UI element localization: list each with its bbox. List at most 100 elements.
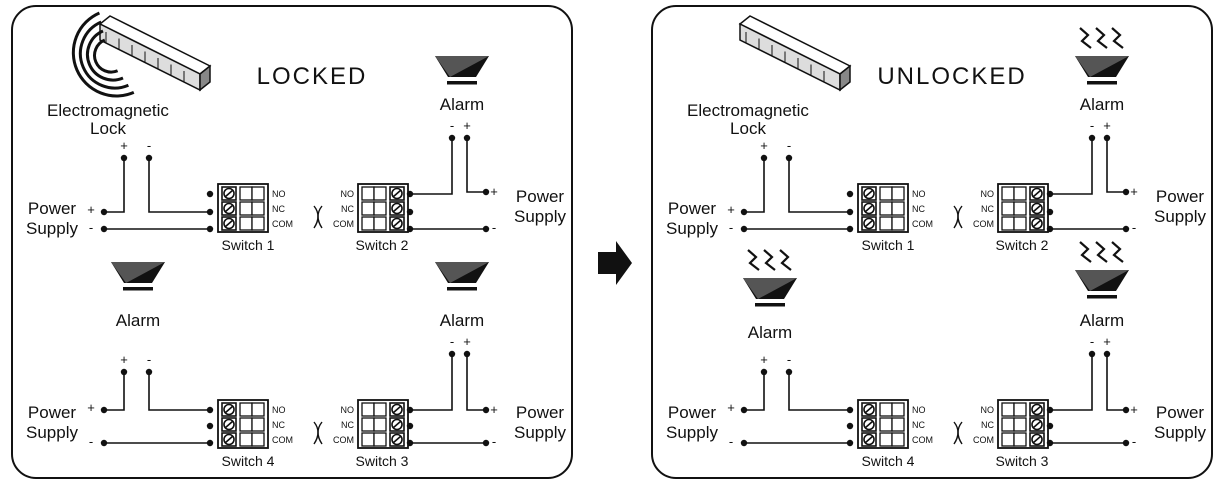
screw-slot: [224, 204, 234, 213]
screw-slot: [864, 420, 874, 429]
wire: [105, 372, 125, 411]
switch-label: Switch 4: [222, 453, 275, 469]
screw-slot: [1032, 189, 1042, 198]
terminal-cell: [239, 201, 253, 216]
terminal-label-nc: NC: [912, 420, 925, 430]
terminal-cell: [1013, 186, 1027, 201]
screw-icon: [223, 418, 235, 431]
alarm-icon: [1075, 27, 1129, 85]
wire: [148, 158, 210, 213]
link-arc: [313, 205, 319, 229]
screw-icon: [1031, 217, 1043, 230]
terminal-dot: [1122, 188, 1130, 196]
polarity-label: -: [89, 220, 93, 235]
switch-label: Switch 1: [862, 237, 915, 253]
terminal-label-no: NO: [912, 189, 926, 199]
terminal-cell: [373, 186, 387, 201]
terminal-cell: [373, 402, 387, 417]
power-label: Supply: [1154, 207, 1206, 226]
terminal-dot: [406, 208, 414, 216]
power-label: Power: [516, 187, 565, 206]
terminal-label-com: COM: [973, 219, 994, 229]
sound-wave-icon: [763, 249, 776, 271]
polarity-label: -: [147, 138, 151, 153]
terminal-dot: [846, 225, 854, 233]
panel-frame: [651, 5, 1213, 479]
wire: [410, 138, 453, 195]
polarity-label: -: [729, 434, 733, 449]
switch-label: Switch 3: [356, 453, 409, 469]
screw-icon: [1031, 202, 1043, 215]
terminal-cell: [361, 201, 375, 216]
alarm-base: [1087, 81, 1117, 85]
screw-icon: [223, 433, 235, 446]
terminal-cell: [1001, 216, 1015, 231]
alarm-label: Alarm: [1080, 95, 1124, 114]
terminal-cell: [1013, 201, 1027, 216]
screw-slot: [392, 189, 402, 198]
magnetic-wave-icon: [71, 11, 135, 98]
screw-slot: [392, 435, 402, 444]
alarm-label: Alarm: [116, 311, 160, 330]
screw-slot: [1032, 219, 1042, 228]
alarm-base: [1087, 295, 1117, 299]
wire: [788, 158, 850, 213]
terminal-label-no: NO: [272, 189, 286, 199]
screw-icon: [863, 202, 875, 215]
lock-label: Lock: [90, 119, 126, 138]
terminal-dot: [406, 422, 414, 430]
terminal-cell: [1001, 201, 1015, 216]
terminal-cell: [891, 417, 905, 432]
polarity-label: +: [87, 400, 95, 415]
power-label: Power: [1156, 403, 1205, 422]
terminal-label-no: NO: [981, 189, 995, 199]
power-label: Supply: [514, 207, 566, 226]
alarm-icon: [1075, 241, 1129, 299]
terminal-cell: [373, 216, 387, 231]
polarity-label: -: [787, 138, 791, 153]
polarity-label: -: [450, 118, 454, 133]
terminal-label-nc: NC: [341, 420, 354, 430]
screw-slot: [1032, 420, 1042, 429]
power-label: Power: [668, 403, 717, 422]
terminal-dot: [740, 208, 748, 216]
terminal-dot: [1122, 406, 1130, 414]
terminal-label-no: NO: [912, 405, 926, 415]
polarity-label: +: [760, 138, 768, 153]
polarity-label: +: [1130, 402, 1138, 417]
terminal-label-nc: NC: [981, 420, 994, 430]
terminal-cell: [251, 402, 265, 417]
terminal-dot: [1046, 422, 1054, 430]
terminal-cell: [1001, 186, 1015, 201]
terminal-cell: [251, 216, 265, 231]
screw-icon: [223, 217, 235, 230]
terminal-cell: [361, 186, 375, 201]
sound-wave-icon: [1095, 241, 1108, 263]
lock-label: Electromagnetic: [47, 101, 169, 120]
sound-wave-icon: [1079, 27, 1092, 49]
terminal-cell: [251, 201, 265, 216]
terminal-dot: [482, 188, 490, 196]
screw-slot: [224, 405, 234, 414]
wire: [1050, 138, 1093, 195]
alarm-icon: [435, 262, 489, 291]
polarity-label: +: [1103, 334, 1111, 349]
screw-icon: [391, 433, 403, 446]
terminal-dot: [206, 225, 214, 233]
state-label: UNLOCKED: [877, 63, 1026, 90]
switch-label: Switch 4: [862, 453, 915, 469]
terminal-label-nc: NC: [272, 420, 285, 430]
screw-icon: [391, 187, 403, 200]
polarity-label: -: [89, 434, 93, 449]
screw-icon: [863, 418, 875, 431]
screw-slot: [224, 420, 234, 429]
terminal-dot: [206, 208, 214, 216]
screw-icon: [1031, 418, 1043, 431]
power-label: Supply: [1154, 423, 1206, 442]
